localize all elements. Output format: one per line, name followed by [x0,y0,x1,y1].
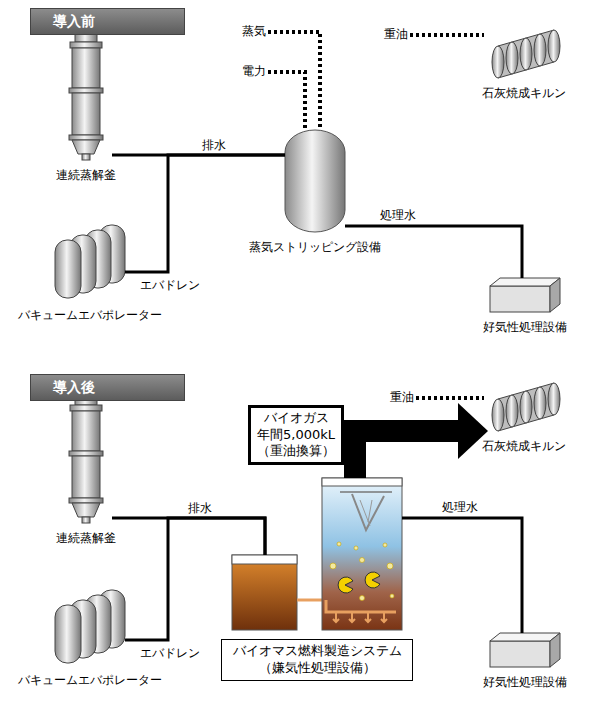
aerobic-tank-icon [490,278,560,312]
node-label: 連続蒸解釜 [56,531,116,545]
equipment-node: 石灰焼成キルン [488,30,560,78]
flow-label: 排水 [186,501,214,515]
digester-icon [69,383,103,523]
flow-label: エバドレン [138,278,202,292]
utility-label: 蒸気 [240,24,268,38]
equipment-node: 好気性処理設備 [490,633,560,667]
equipment-node: 好気性処理設備 [490,278,560,312]
utility-label: 電力 [240,64,268,78]
kiln-icon [492,383,560,431]
node-label: バイオマス燃料製造システム （嫌気性処理設備） [221,639,413,681]
evaporator-icon [55,590,125,663]
node-label: 導入前 [53,13,95,31]
utility-label: 重油 [382,27,410,41]
evaporator-icon [55,225,125,298]
node-label: 蒸気ストリッピング設備 [249,240,381,254]
equipment-node: 連続蒸解釜 [60,20,112,160]
pipe-line [112,518,265,555]
node-label: 連続蒸解釜 [56,168,116,182]
kiln-icon [492,30,560,78]
node-label: 石灰焼成キルン [482,439,566,453]
stripping-vessel-icon [285,130,345,232]
utility-dotted-lines [268,32,484,398]
equipment-node: 蒸気ストリッピング設備 [285,130,345,232]
section-heading: 導入前 [30,8,185,35]
node-label: 導入後 [53,379,95,397]
anaerobic-reactor-icon [322,478,402,630]
acid-tank-icon [232,555,326,630]
equipment-node: 連続蒸解釜 [60,383,112,523]
pipe-line [125,518,265,640]
utility-label: 重油 [388,390,416,404]
equipment-node: バキュームエバポレーター [55,590,125,665]
flow-label: 処理水 [440,500,480,514]
pipe-line [402,518,522,633]
digester-icon [69,20,103,160]
system-node: バイオマス燃料製造システム （嫌気性処理設備） [232,478,402,630]
equipment-node: 石灰焼成キルン [488,383,560,431]
node-label: バキュームエバポレーター [18,308,162,322]
node-label: 好気性処理設備 [483,320,567,334]
aerobic-tank-icon [490,633,560,667]
flow-label: エバドレン [138,646,202,660]
biogas-arrow [355,431,458,478]
section-heading: 導入後 [30,374,185,401]
node-label: 好気性処理設備 [483,675,567,689]
equipment-node: バキュームエバポレーター [55,225,125,300]
callout-box: バイオガス 年間5,000kL （重油換算） [248,405,344,465]
flow-label: 処理水 [378,208,418,222]
node-label: 石灰焼成キルン [482,86,566,100]
node-label: バイオガス 年間5,000kL （重油換算） [254,410,338,461]
flow-label: 排水 [200,138,228,152]
pipe-line [125,155,285,272]
node-label: バキュームエバポレーター [18,673,162,687]
